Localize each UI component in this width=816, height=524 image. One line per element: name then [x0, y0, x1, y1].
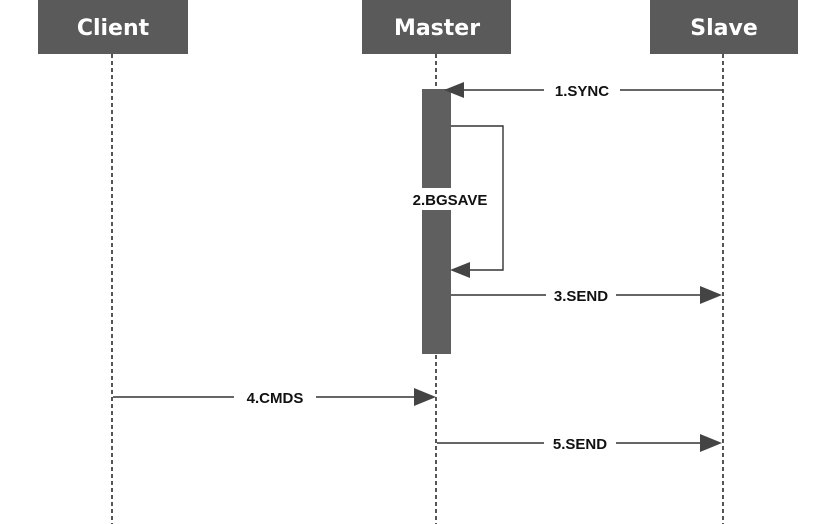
cmds-arrowhead: [414, 388, 436, 406]
message-sync: 1.SYNC: [444, 80, 723, 100]
actor-client: Client: [38, 0, 188, 54]
send-cmds-label: 5.SEND: [553, 436, 607, 453]
bgsave-label: 2.BGSAVE: [413, 192, 488, 209]
sync-label-bg: [544, 80, 620, 100]
message-send-rdb: 3.SEND: [451, 285, 722, 305]
cmds-label-bg: [234, 387, 316, 407]
actor-slave: Slave: [650, 0, 798, 54]
send-cmds-arrowhead: [700, 434, 722, 452]
actor-master-box: [362, 0, 511, 54]
actor-slave-label: Slave: [690, 16, 758, 41]
actor-master: Master: [362, 0, 511, 54]
send-rdb-label: 3.SEND: [554, 288, 608, 305]
message-send-cmds: 5.SEND: [437, 433, 722, 453]
message-bgsave: 2.BGSAVE: [398, 125, 504, 278]
actor-client-label: Client: [77, 16, 150, 41]
message-cmds: 4.CMDS: [113, 387, 436, 407]
bgsave-arrow-line: [451, 125, 504, 271]
actor-client-box: [38, 0, 188, 54]
cmds-label: 4.CMDS: [247, 390, 304, 407]
sync-label: 1.SYNC: [555, 83, 609, 100]
bgsave-arrowhead: [450, 262, 470, 278]
send-rdb-arrowhead: [700, 286, 722, 304]
send-cmds-label-bg: [544, 433, 616, 453]
sync-arrowhead: [444, 82, 464, 98]
send-rdb-label-bg: [546, 285, 616, 305]
actor-slave-box: [650, 0, 798, 54]
bgsave-label-bg: [398, 188, 502, 210]
master-activation-bar: [422, 89, 451, 354]
actor-master-label: Master: [394, 16, 480, 41]
